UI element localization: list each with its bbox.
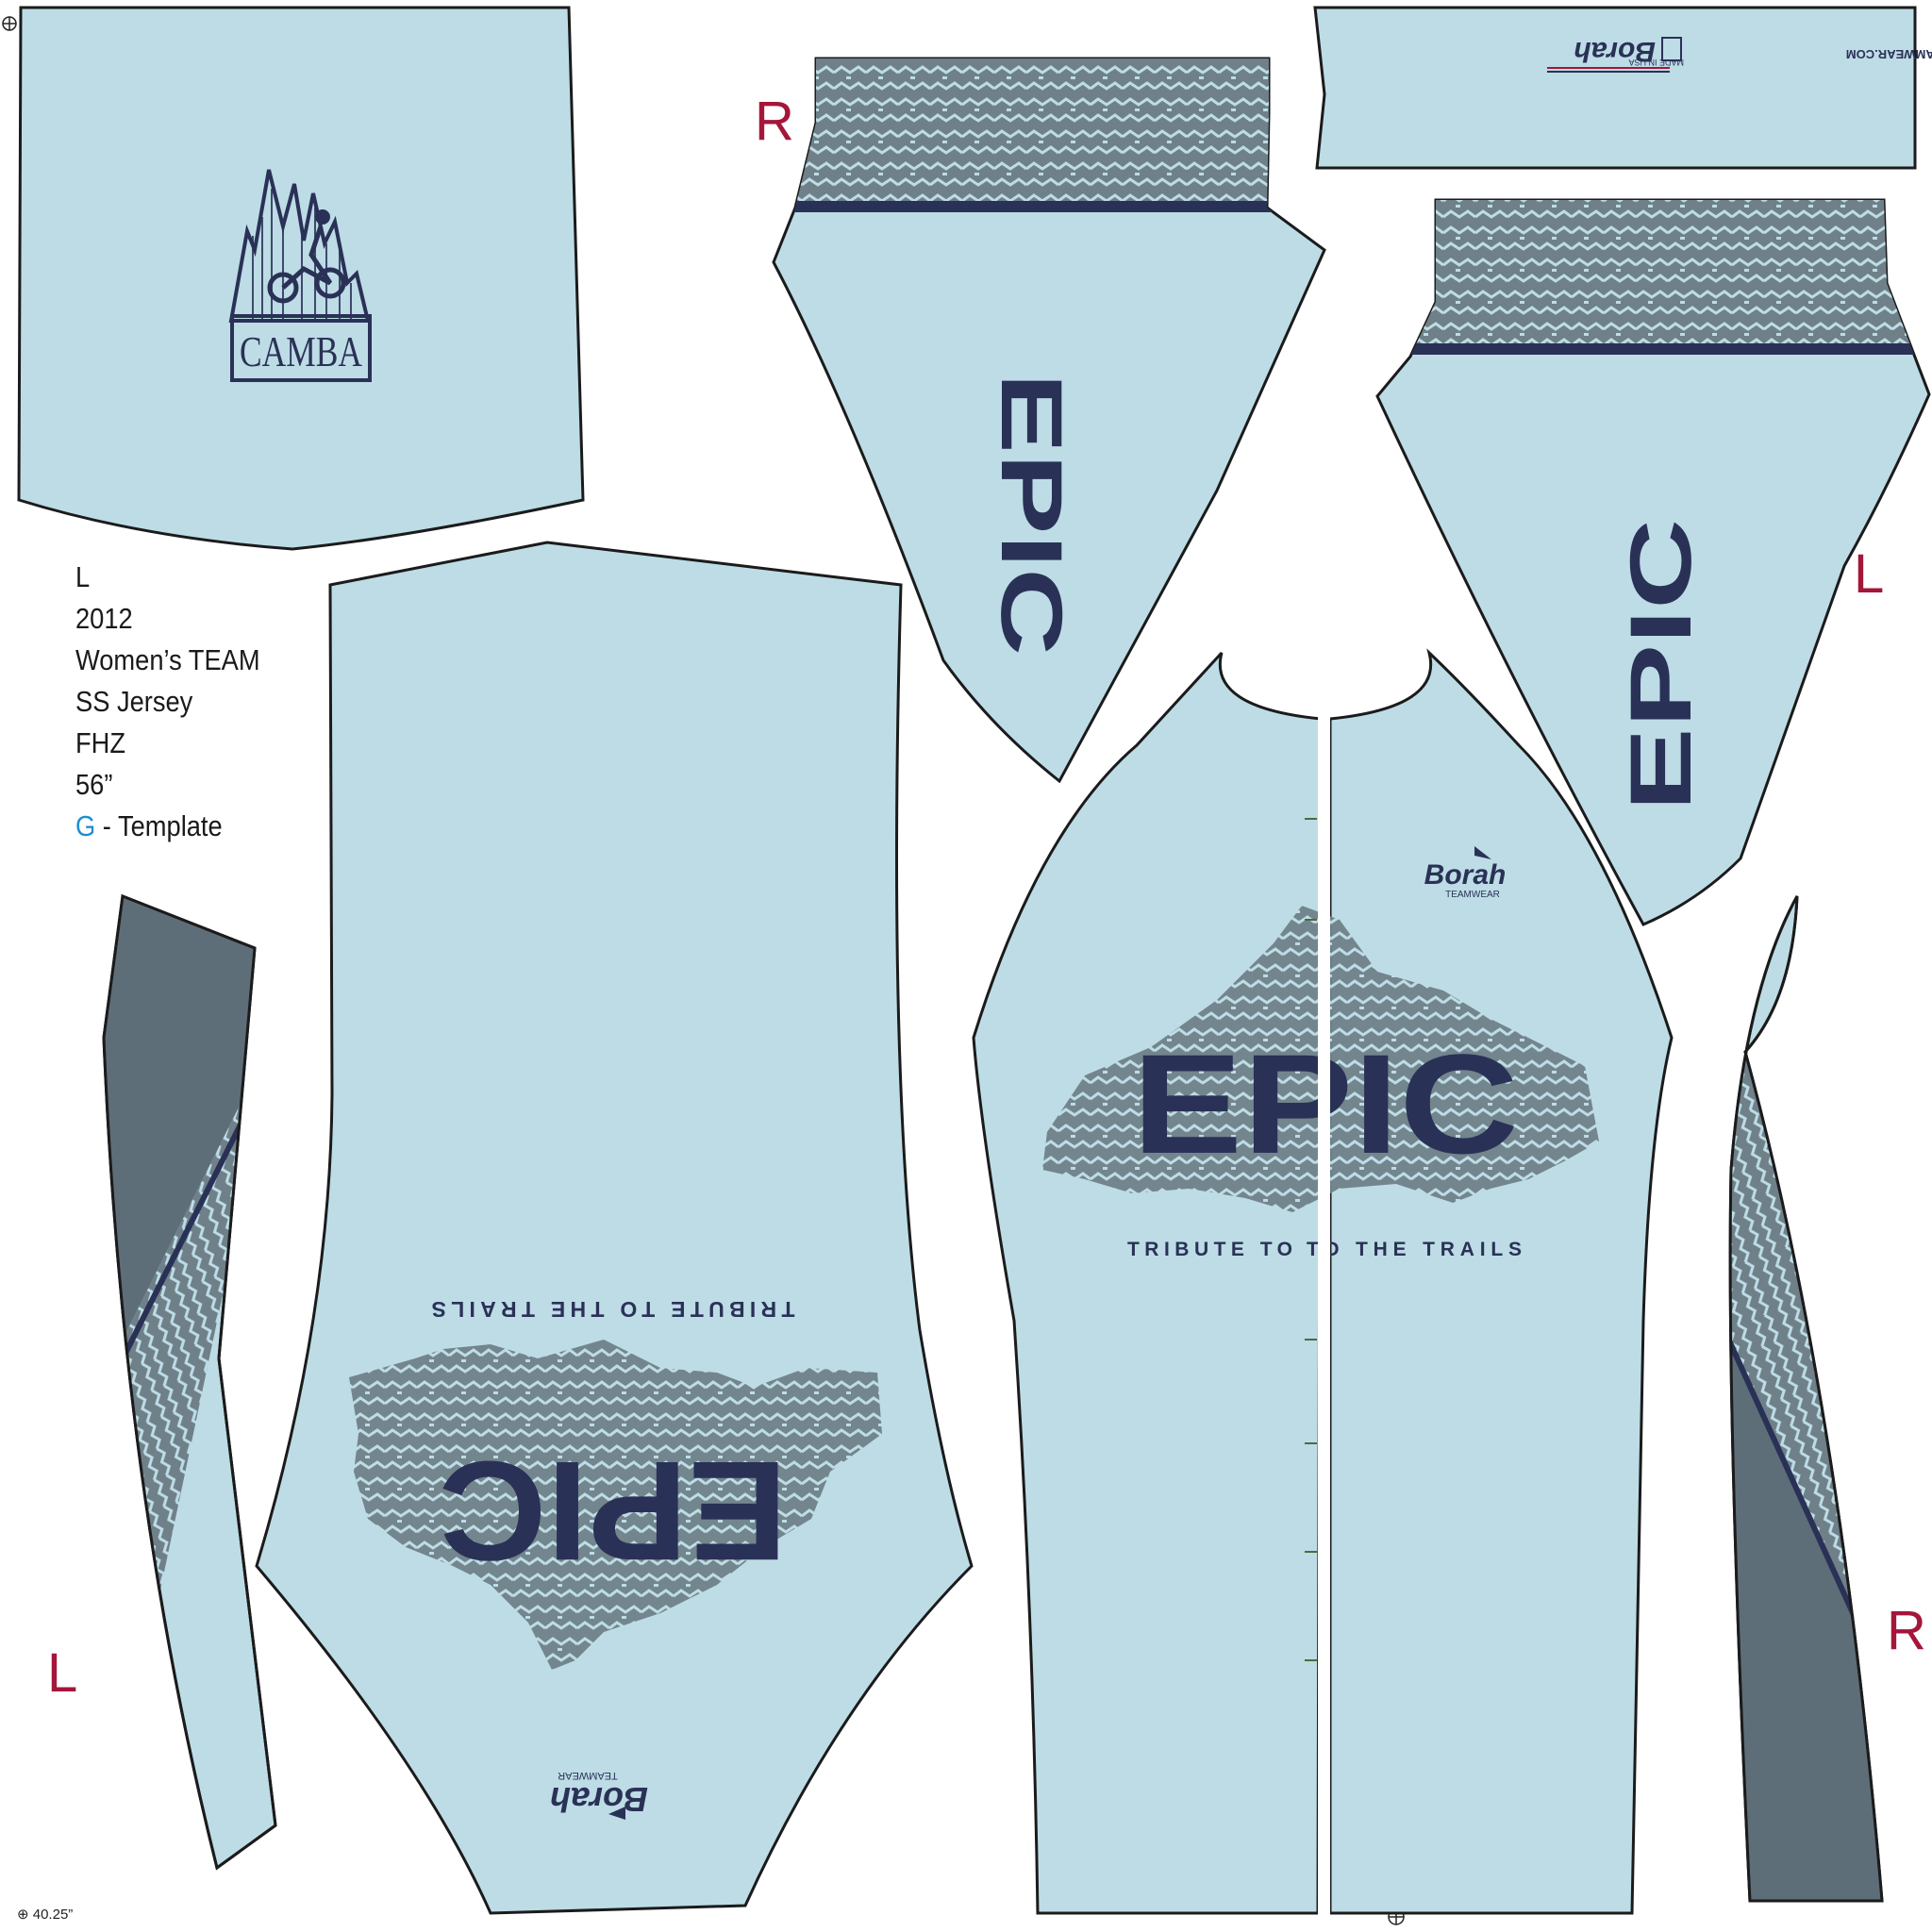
spec-year: 2012	[75, 602, 133, 635]
waist-band: Borah MADE IN USA BORAHTEAMWEAR.COM	[1313, 6, 1932, 170]
front-tagline-right: TO THE TRAILS	[1307, 1239, 1522, 1260]
label-sleeve-left: L	[1854, 543, 1885, 605]
spec-line2: SS Jersey	[75, 685, 193, 718]
camba-logo: CAMBA	[228, 169, 372, 382]
sleeve-right: EPIC	[772, 57, 1326, 784]
front-right-panel: Borah TEAMWEAR	[1328, 648, 1674, 1915]
spec-line1: Women’s TEAM	[75, 643, 260, 676]
sleeve-right-epic: EPIC	[983, 373, 1079, 656]
front-left-panel	[972, 651, 1323, 1915]
corner-measure: ⊕ 40.25”	[17, 1907, 74, 1923]
svg-text:TEAMWEAR: TEAMWEAR	[1445, 890, 1500, 900]
website-text: BORAHTEAMWEAR.COM	[1846, 47, 1932, 61]
sleeve-left-epic: EPIC	[1613, 519, 1709, 811]
sleeve-left: EPIC	[1375, 198, 1931, 926]
front-borah-logo: Borah TEAMWEAR	[1424, 846, 1507, 900]
camba-text: CAMBA	[240, 327, 362, 375]
side-panel-right	[1728, 895, 1884, 1903]
label-side-left: L	[47, 1642, 78, 1704]
spec-block: L 2012 Women’s TEAM SS Jersey FHZ 56” G …	[75, 557, 260, 847]
label-sleeve-right: R	[755, 91, 794, 152]
back-tagline: TRIBUTE TO THE TRAILS	[432, 1297, 795, 1322]
spec-size: L	[75, 560, 91, 593]
brand-tag-text: Borah	[1574, 36, 1656, 67]
template-letter: G	[75, 809, 96, 842]
svg-text:Borah: Borah	[1424, 859, 1507, 891]
back-panel: EPIC TRIBUTE TO THE TRAILS Borah TEAMWEA…	[255, 541, 974, 1915]
spec-chest: 56”	[75, 768, 113, 801]
side-panel-left	[102, 893, 277, 1871]
zipper-gap	[1318, 717, 1330, 1915]
back-borah-logo: Borah TEAMWEAR	[550, 1770, 648, 1820]
made-in-text: MADE IN USA	[1628, 58, 1684, 67]
svg-text:Borah: Borah	[550, 1780, 648, 1819]
back-epic: EPIC	[439, 1432, 788, 1591]
template-suffix: - Template	[95, 809, 223, 842]
spec-line3: FHZ	[75, 726, 126, 759]
zip-notches	[1305, 818, 1317, 1661]
spec-template: G - Template	[75, 806, 260, 847]
svg-text:TEAMWEAR: TEAMWEAR	[558, 1770, 618, 1781]
label-side-right: R	[1887, 1600, 1926, 1661]
